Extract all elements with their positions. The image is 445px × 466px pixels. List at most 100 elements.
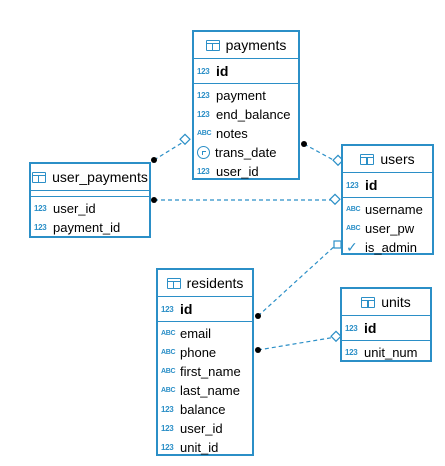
table-users[interactable]: users 123 id ABC username ABC user_pw ✓ … xyxy=(341,144,434,255)
column-row[interactable]: ABC username xyxy=(343,200,432,219)
table-units[interactable]: units 123 id 123 unit_num xyxy=(340,287,432,362)
text-type-icon: ABC xyxy=(346,206,361,213)
numeric-type-icon: 123 xyxy=(346,180,359,190)
many-end-marker xyxy=(255,347,261,353)
numeric-type-icon: 123 xyxy=(161,424,174,433)
column-name: phone xyxy=(180,345,217,360)
table-title: residents xyxy=(186,275,244,291)
table-header: users xyxy=(343,146,432,173)
column-name: end_balance xyxy=(216,107,291,122)
column-name: user_id xyxy=(216,164,259,179)
column-row[interactable]: 123 user_id xyxy=(31,199,149,218)
column-name: unit_num xyxy=(364,345,418,360)
text-type-icon: ABC xyxy=(197,130,212,137)
link-residents-units xyxy=(257,336,337,351)
columns-section: 123 payment 123 end_balance ABC notes tr… xyxy=(194,84,298,183)
table-user-payments[interactable]: user_payments 123 user_id 123 payment_id xyxy=(29,162,151,238)
table-header: payments xyxy=(194,32,298,59)
column-row[interactable]: ABC phone xyxy=(158,343,252,362)
columns-section: ABC username ABC user_pw ✓ is_admin xyxy=(343,198,432,259)
numeric-type-icon: 123 xyxy=(34,223,47,232)
column-name: notes xyxy=(216,126,248,141)
column-row[interactable]: trans_date xyxy=(194,143,298,162)
column-name: id xyxy=(216,63,229,79)
column-row[interactable]: 123 unit_num xyxy=(342,343,430,362)
primary-key-section: 123 id xyxy=(158,297,252,322)
columns-section: ABC email ABC phone ABC first_name ABC l… xyxy=(158,322,252,459)
table-header: user_payments xyxy=(31,164,149,191)
column-row[interactable]: 123 id xyxy=(343,173,432,197)
text-type-icon: ABC xyxy=(161,349,176,356)
table-title: units xyxy=(381,294,411,310)
column-row[interactable]: 123 balance xyxy=(158,400,252,419)
numeric-type-icon: 123 xyxy=(161,405,174,414)
column-name: username xyxy=(365,202,423,217)
column-row[interactable]: ABC last_name xyxy=(158,381,252,400)
column-name: trans_date xyxy=(215,145,277,160)
text-type-icon: ABC xyxy=(161,330,176,337)
column-name: user_pw xyxy=(365,221,415,236)
link-user-payments-payments xyxy=(153,140,186,161)
column-row[interactable]: 123 id xyxy=(158,297,252,321)
column-name: first_name xyxy=(180,364,241,379)
numeric-type-icon: 123 xyxy=(197,66,210,76)
many-end-marker xyxy=(151,157,157,163)
column-name: id xyxy=(365,177,378,193)
numeric-type-icon: 123 xyxy=(161,304,174,314)
table-header: residents xyxy=(158,270,252,297)
column-name: unit_id xyxy=(180,440,219,455)
column-row[interactable]: ABC user_pw xyxy=(343,219,432,238)
column-name: last_name xyxy=(180,383,240,398)
table-header: units xyxy=(342,289,430,316)
column-name: payment_id xyxy=(53,220,121,235)
column-name: user_id xyxy=(180,421,223,436)
numeric-type-icon: 123 xyxy=(197,110,210,119)
column-row[interactable]: 123 id xyxy=(194,59,298,83)
column-row[interactable]: ABC email xyxy=(158,324,252,343)
link-residents-users xyxy=(257,243,338,317)
numeric-type-icon: 123 xyxy=(34,204,47,213)
primary-key-section: 123 id xyxy=(343,173,432,198)
table-payments[interactable]: payments 123 id 123 payment 123 end_bala… xyxy=(192,30,300,180)
primary-key-section xyxy=(31,191,149,197)
table-icon xyxy=(361,296,376,308)
column-row[interactable]: 123 payment_id xyxy=(31,218,149,237)
table-title: payments xyxy=(225,37,287,53)
many-end-marker xyxy=(151,197,157,203)
column-row[interactable]: 123 user_id xyxy=(194,162,298,181)
table-icon xyxy=(205,39,220,51)
column-row[interactable]: ABC first_name xyxy=(158,362,252,381)
table-title: users xyxy=(380,151,415,167)
one-end-marker xyxy=(333,240,342,249)
column-row[interactable]: 123 unit_id xyxy=(158,438,252,457)
table-icon xyxy=(32,171,47,183)
numeric-type-icon: 123 xyxy=(345,348,358,357)
table-title: user_payments xyxy=(52,169,148,185)
table-residents[interactable]: residents 123 id ABC email ABC phone ABC… xyxy=(156,268,254,456)
many-end-marker xyxy=(301,141,307,147)
column-name: email xyxy=(180,326,212,341)
column-row[interactable]: 123 user_id xyxy=(158,419,252,438)
table-icon xyxy=(166,277,181,289)
column-row[interactable]: ABC notes xyxy=(194,124,298,143)
text-type-icon: ABC xyxy=(161,387,176,394)
column-row[interactable]: 123 id xyxy=(342,316,430,340)
numeric-type-icon: 123 xyxy=(345,323,358,333)
column-name: payment xyxy=(216,88,266,103)
column-row[interactable]: 123 end_balance xyxy=(194,105,298,124)
primary-key-section: 123 id xyxy=(342,316,430,341)
one-end-marker xyxy=(179,133,191,146)
column-row[interactable]: 123 payment xyxy=(194,86,298,105)
many-end-marker xyxy=(255,313,261,319)
numeric-type-icon: 123 xyxy=(161,443,174,452)
column-name: balance xyxy=(180,402,226,417)
column-name: id xyxy=(180,301,193,317)
table-icon xyxy=(360,153,375,165)
checkmark-icon: ✓ xyxy=(346,239,358,255)
column-name: id xyxy=(364,320,377,336)
columns-section: 123 unit_num xyxy=(342,341,430,364)
column-row[interactable]: ✓ is_admin xyxy=(343,238,432,257)
link-payments-users xyxy=(303,143,338,163)
text-type-icon: ABC xyxy=(346,225,361,232)
